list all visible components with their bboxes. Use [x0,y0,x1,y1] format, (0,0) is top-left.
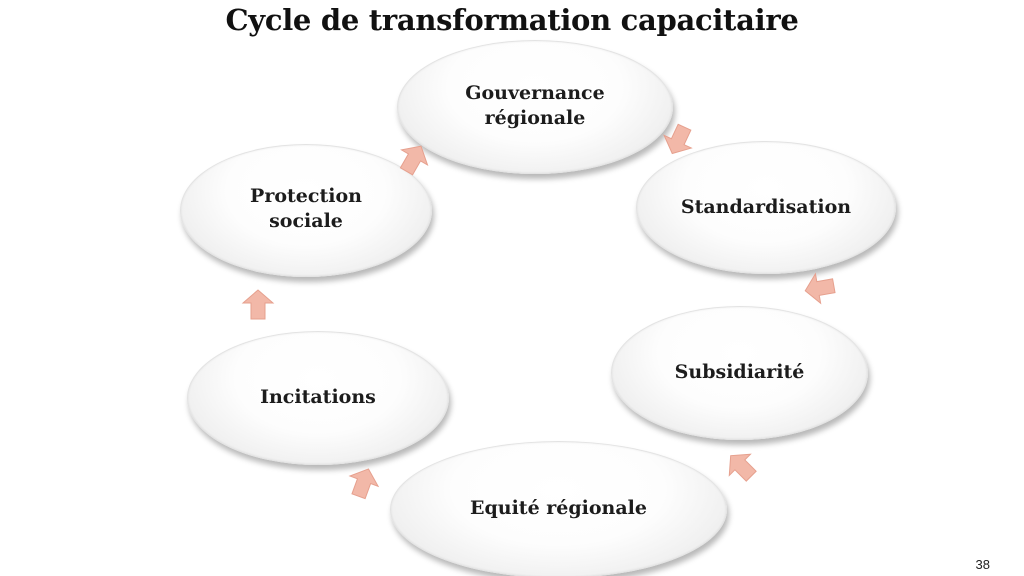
arrow-standardisation-to-subsidiarite [804,272,836,305]
arrow-subsidiarite-to-equite [728,453,757,482]
arrow-shape [663,123,693,155]
page-number: 38 [975,557,990,572]
node-protection-sociale: Protection sociale [180,144,432,277]
arrow-shape [241,289,275,320]
arrow-shape [399,145,429,176]
arrow-incitations-to-protection [241,289,275,320]
node-subsidiarite: Subsidiarité [611,306,868,440]
node-gouvernance-label: Gouvernance régionale [465,82,605,129]
node-protection-label: Protection sociale [250,185,362,232]
arrow-equite-to-incitations [348,468,380,500]
arrow-protection-to-gouvernance [399,145,429,176]
arrow-shape [804,272,836,305]
node-incitations: Incitations [187,331,449,465]
node-equite-label: Equité régionale [470,497,647,519]
node-gouvernance-regionale: Gouvernance régionale [397,40,673,174]
arrow-gouvernance-to-standardisation [663,123,693,155]
node-equite-regionale: Equité régionale [390,441,727,576]
arrow-shape [728,453,757,482]
slide-title: Cycle de transformation capacitaire [225,3,799,37]
node-incitations-label: Incitations [260,386,376,408]
node-standardisation-label: Standardisation [680,196,852,218]
arrow-shape [348,468,380,500]
node-subsidiarite-label: Subsidiarité [674,361,805,383]
node-standardisation: Standardisation [636,141,896,274]
